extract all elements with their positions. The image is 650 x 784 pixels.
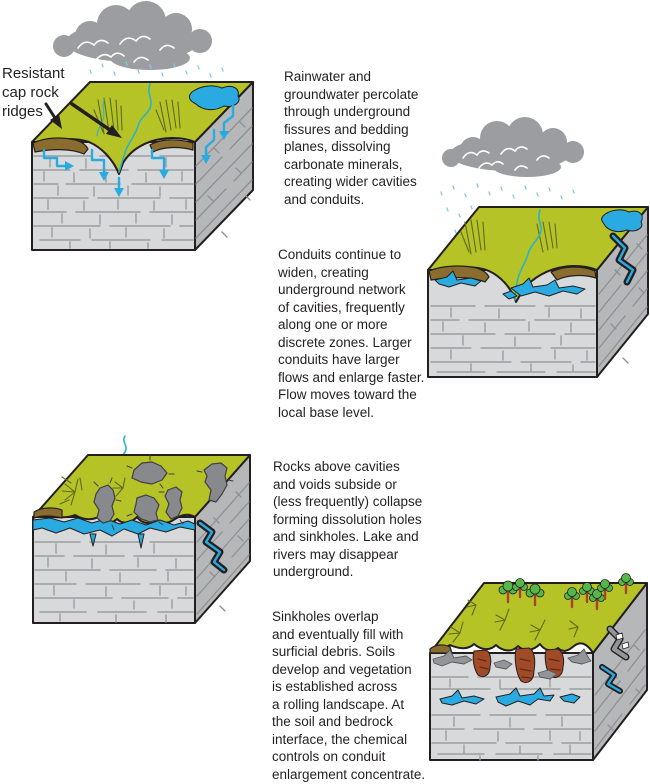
cap-rock-ridge-right <box>550 266 597 281</box>
limestone-block <box>32 454 251 624</box>
sinkhole-collapse-blocks <box>93 454 234 531</box>
epikarst-gray-conduits <box>432 625 630 680</box>
stage-3-caption: Rocks above cavities and voids subside o… <box>273 459 423 579</box>
stage-1-caption: Rainwater and groundwater percolate thro… <box>284 69 419 207</box>
soil-filled-sinkholes <box>472 647 565 684</box>
surface-pond <box>601 209 643 233</box>
stage-2-caption: Conduits continue to widen, creating und… <box>278 247 425 420</box>
cap-rock-ridge-right <box>149 139 194 153</box>
rain-cloud-icon <box>53 1 212 70</box>
surface-pond <box>188 85 240 111</box>
water-table-conduit <box>32 517 228 574</box>
cap-rock-ridge-left <box>32 137 89 155</box>
tree-icon <box>525 583 545 607</box>
cap-rock-remnant <box>429 644 453 654</box>
limestone-block <box>31 81 254 251</box>
percolating-water-arrows <box>42 104 235 197</box>
tree-icon <box>564 587 580 609</box>
disappearing-stream <box>514 209 542 301</box>
conduit-lenses <box>434 232 637 300</box>
cap-rock-label: Resistant cap rock ridges <box>2 65 65 120</box>
tree-icon <box>597 579 613 601</box>
tree-icon <box>512 578 528 599</box>
stage-1-illustration <box>31 1 254 251</box>
annotation-arrows <box>44 102 122 138</box>
cap-rock-remnant <box>33 507 63 519</box>
stage-4-caption: Sinkholes overlap and eventually fill wi… <box>272 609 426 782</box>
limestone-block <box>429 573 648 761</box>
water-conduits <box>439 664 623 707</box>
limestone-block <box>427 206 649 378</box>
tree-icon <box>589 589 605 611</box>
trees <box>498 573 634 611</box>
tree-icon <box>618 573 634 595</box>
rain-cloud-icon <box>442 117 584 177</box>
stage-2-illustration <box>427 117 649 378</box>
disappearing-stream <box>118 83 152 173</box>
stage-3-illustration <box>32 435 251 624</box>
stage-4-illustration <box>429 573 648 761</box>
